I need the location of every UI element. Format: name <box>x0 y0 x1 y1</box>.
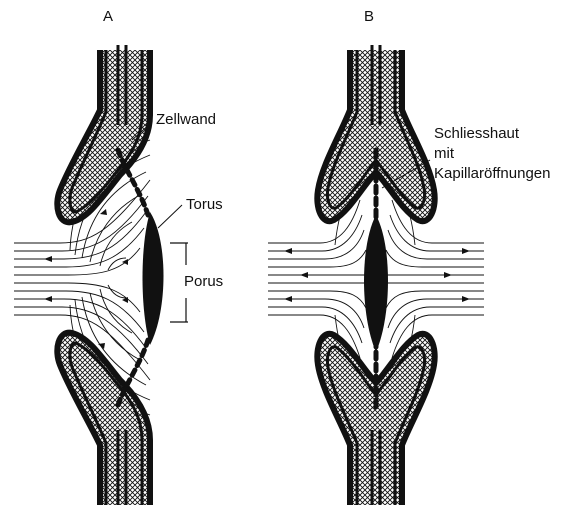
panel-label-b: B <box>364 8 374 25</box>
torus-a <box>143 212 164 345</box>
torus-leader <box>158 205 182 228</box>
label-mit: mit <box>434 144 454 163</box>
panel-label-a: A <box>103 8 113 25</box>
label-schliesshaut: Schliesshaut <box>434 124 519 143</box>
cell-wall-a-lower <box>57 333 150 505</box>
label-kapillaroeffnungen: Kapillaröffnungen <box>434 164 550 183</box>
label-zellwand: Zellwand <box>156 110 216 129</box>
cell-wall-a-upper <box>57 45 150 222</box>
label-torus: Torus <box>186 195 223 214</box>
torus-b <box>364 215 388 352</box>
pit-b <box>268 45 484 505</box>
label-porus: Porus <box>184 272 223 291</box>
